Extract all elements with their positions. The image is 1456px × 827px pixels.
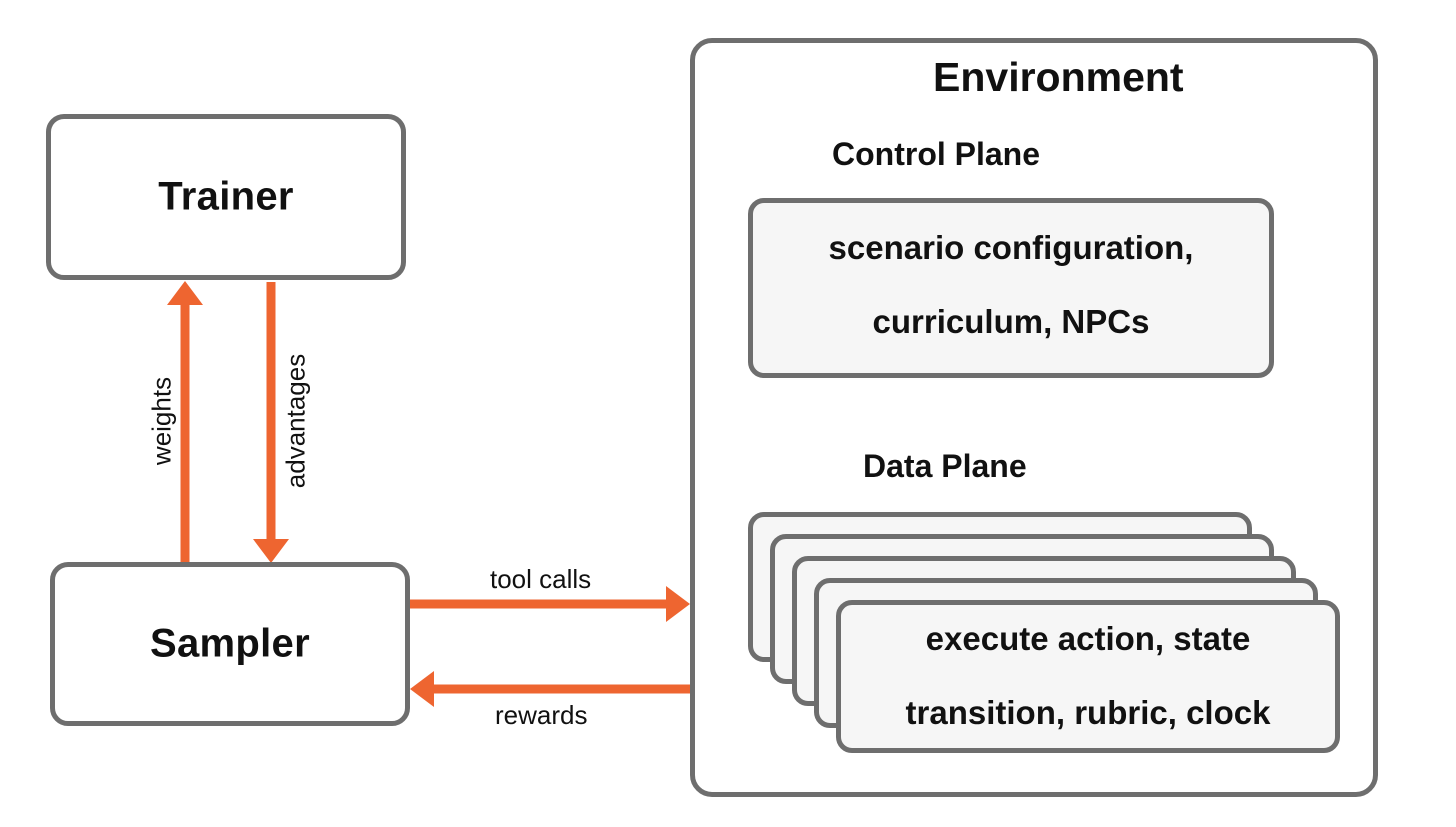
environment-title: Environment [933, 54, 1184, 100]
data-plane-box: execute action, state transition, rubric… [836, 600, 1340, 753]
sampler-node: Sampler [50, 562, 410, 726]
data-plane-line-1: execute action, state [925, 620, 1251, 657]
weights-arrowhead [167, 281, 203, 305]
tool-calls-edge-label: tool calls [490, 564, 592, 594]
advantages-arrowhead [253, 539, 289, 563]
data-plane-title: Data Plane [863, 448, 1027, 484]
control-plane-line-1: scenario configuration, [828, 229, 1194, 266]
control-plane-line-2: curriculum, NPCs [872, 303, 1150, 340]
trainer-node: Trainer [46, 114, 406, 280]
rewards-edge-label: rewards [495, 700, 588, 730]
weights-edge-label: weights [146, 376, 177, 466]
control-plane-title: Control Plane [832, 136, 1041, 172]
tool-calls-arrowhead [666, 586, 690, 622]
trainer-label: Trainer [158, 174, 294, 219]
data-plane-line-2: transition, rubric, clock [905, 694, 1271, 731]
control-plane-box: scenario configuration, curriculum, NPCs [748, 198, 1274, 378]
advantages-edge-label: advantages [280, 353, 311, 489]
sampler-label: Sampler [150, 621, 310, 666]
rewards-arrowhead [410, 671, 434, 707]
